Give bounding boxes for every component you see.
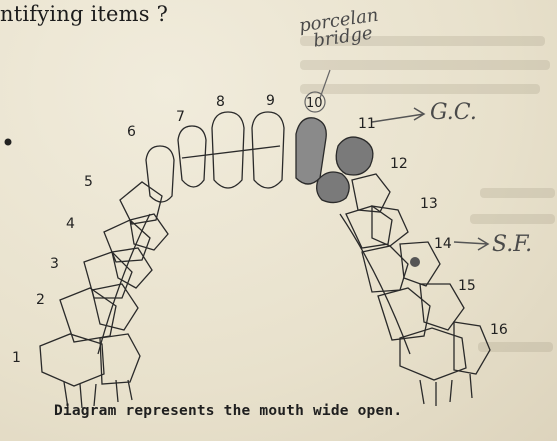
bullet-dot: [5, 139, 12, 146]
tooth-gum-line: [182, 146, 280, 158]
tooth-13: [346, 206, 392, 248]
tooth-number-15: 15: [458, 278, 476, 294]
tooth-number-5: 5: [84, 174, 93, 190]
tooth-9: [252, 112, 284, 188]
tooth-number-12: 12: [390, 156, 408, 172]
tooth-number-13: 13: [420, 196, 438, 212]
tooth-number-16: 16: [490, 322, 508, 338]
arrow-to-sf: [454, 238, 488, 250]
tooth-8: [212, 112, 244, 188]
tooth-16b: [454, 322, 490, 374]
tooth-number-11: 11: [358, 116, 376, 132]
diagram-caption: Diagram represents the mouth wide open.: [54, 403, 402, 419]
tooth-number-3: 3: [50, 256, 59, 272]
tooth-number-8: 8: [216, 94, 225, 110]
tooth-number-7: 7: [176, 109, 185, 125]
tooth-number-6: 6: [127, 124, 136, 140]
tooth-number-10: 10: [306, 96, 323, 111]
tooth-2b: [92, 284, 138, 330]
tooth-number-1: 1: [12, 350, 21, 366]
tooth-11-shaded: [336, 137, 373, 175]
tooth-roots-right: [420, 374, 472, 406]
tooth-1b: [100, 334, 140, 384]
tooth-10b-shaded: [317, 172, 350, 203]
tooth-number-14: 14: [434, 236, 452, 252]
arrow-to-gc: [372, 108, 424, 122]
tooth-2: [60, 288, 116, 342]
tooth-number-9: 9: [266, 93, 275, 109]
tooth-3: [84, 252, 132, 298]
arch-inner-right: [340, 214, 410, 354]
tooth-14-filling: [410, 257, 420, 267]
tooth-1: [40, 334, 104, 386]
tooth-6: [146, 146, 174, 202]
tooth-number-2: 2: [36, 292, 45, 308]
tooth-10-porcelain: [296, 118, 326, 184]
tooth-number-4: 4: [66, 216, 75, 232]
